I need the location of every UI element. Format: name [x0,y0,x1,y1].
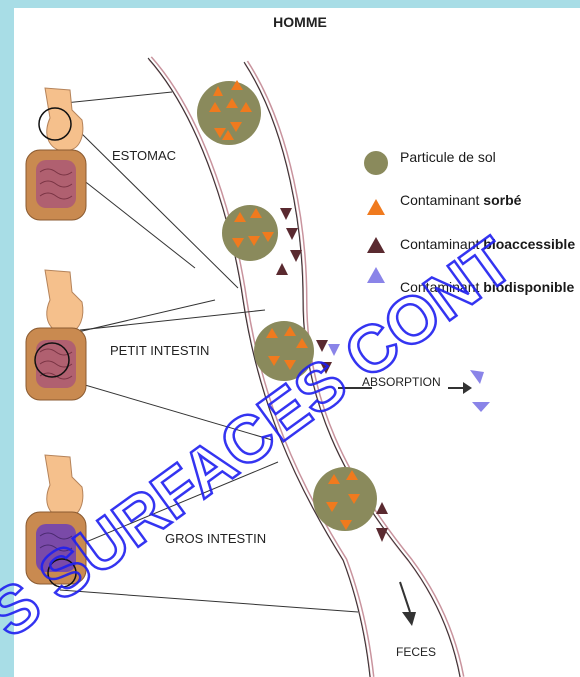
legend-sorbed-label: Contaminant sorbé [400,192,522,208]
label-stomach: ESTOMAC [112,148,176,163]
diagram-title: HOMME [273,14,327,30]
label-small-intestine: PETIT INTESTIN [110,343,209,358]
legend-soil-particle-label: Particule de sol [400,149,496,165]
legend-soil-particle-icon [364,151,388,175]
label-feces: FECES [396,645,436,659]
